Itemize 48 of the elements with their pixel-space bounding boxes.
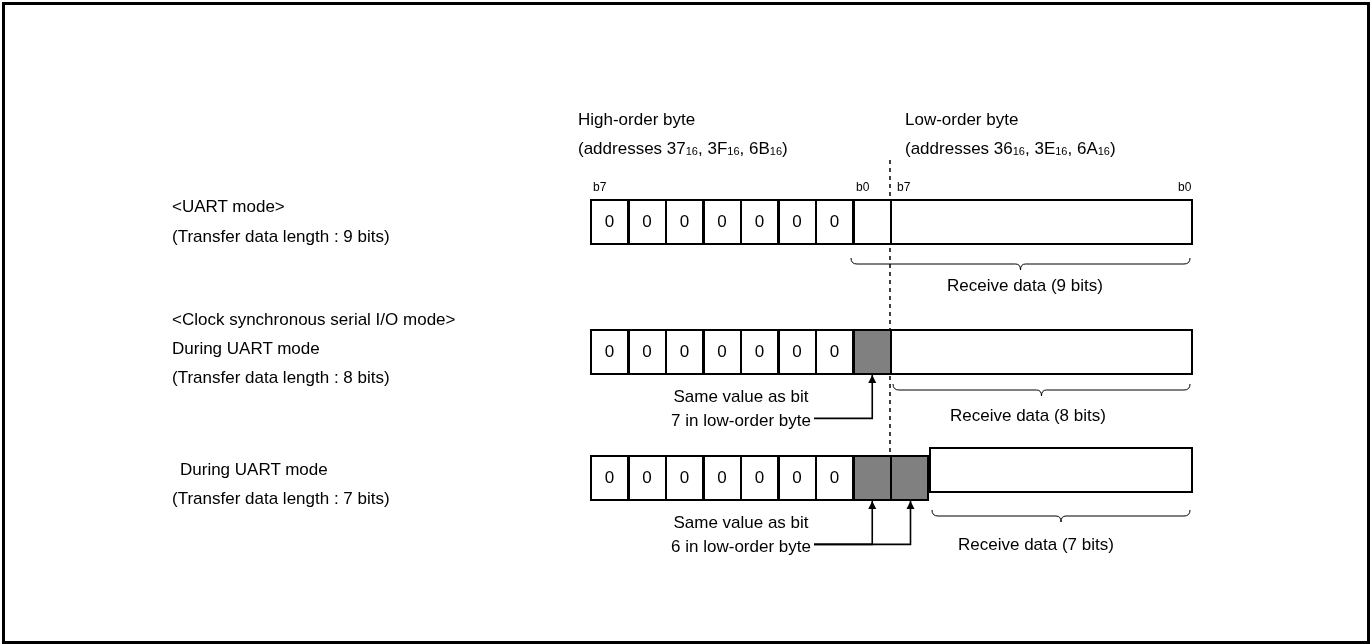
bit-cell: 0	[702, 329, 742, 375]
shaded-bit-cell	[852, 455, 892, 501]
bit-cell: 0	[702, 455, 742, 501]
bit-cell: 0	[740, 455, 779, 501]
bit-cell: 0	[777, 455, 817, 501]
heading: High-order byte	[578, 110, 696, 130]
bit-cell: 0	[590, 199, 629, 245]
mode-label: During UART mode	[180, 460, 328, 480]
bit-cell: 0	[777, 199, 817, 245]
bit-cell: 0	[590, 455, 629, 501]
note-text: Same value as bit 7 in low-order byte	[668, 383, 814, 435]
low-byte-register	[890, 199, 1193, 245]
bit-label: b7	[593, 180, 607, 194]
data-length-label: (Transfer data length : 7 bits)	[172, 489, 390, 509]
shaded-bit-cell	[852, 329, 892, 375]
receive-data-label: Receive data (9 bits)	[947, 276, 1103, 296]
bit-cell: 0	[777, 329, 817, 375]
bit-cell: 0	[665, 329, 704, 375]
bit-cell: 0	[702, 199, 742, 245]
receive-data-label: Receive data (8 bits)	[950, 406, 1106, 426]
bit-cell: 0	[627, 329, 667, 375]
bit-cell: 0	[665, 455, 704, 501]
bit-cell: 0	[627, 199, 667, 245]
bit-cell: 0	[815, 199, 854, 245]
bit-label: b0	[1178, 180, 1192, 194]
mode-label: During UART mode	[172, 339, 320, 359]
heading: Low-order byte	[905, 110, 1019, 130]
mode-label: <UART mode>	[172, 197, 285, 217]
bit-cell: 0	[627, 455, 667, 501]
shaded-bit-cell	[890, 455, 929, 501]
low-byte-register	[929, 447, 1193, 493]
bit-cell: 0	[590, 329, 629, 375]
low-byte-register	[890, 329, 1193, 375]
bit-cell: 0	[740, 329, 779, 375]
bit-cell: 0	[665, 199, 704, 245]
bit-cell: 0	[815, 329, 854, 375]
bit-label: b0	[856, 180, 870, 194]
note-text: Same value as bit 6 in low-order byte	[668, 509, 814, 561]
bit-cell: 0	[740, 199, 779, 245]
receive-data-label: Receive data (7 bits)	[958, 535, 1114, 555]
mode-label: <Clock synchronous serial I/O mode>	[172, 310, 456, 330]
data-length-label: (Transfer data length : 9 bits)	[172, 227, 390, 247]
arrow	[813, 500, 915, 546]
data-length-label: (Transfer data length : 8 bits)	[172, 368, 390, 388]
bit-cell	[852, 199, 892, 245]
arrow	[813, 374, 877, 420]
bit-label: b7	[897, 180, 911, 194]
bit-cell: 0	[815, 455, 854, 501]
